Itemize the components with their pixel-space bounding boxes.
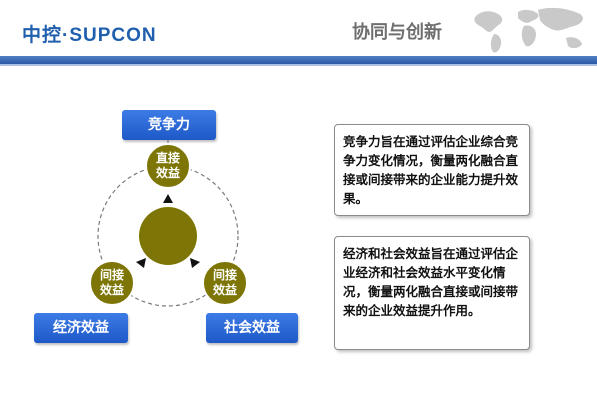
node-right-circle xyxy=(202,260,248,306)
page-title: 协同与创新 xyxy=(352,22,442,43)
label-social-benefit: 社会效益 xyxy=(206,313,298,343)
arrow-left-icon xyxy=(136,258,146,268)
node-right-text: 间接 效益 xyxy=(203,268,247,298)
node-right-line1: 间接 xyxy=(212,268,237,282)
header-bar-highlight xyxy=(0,64,597,66)
arrow-up-icon xyxy=(163,194,173,203)
label-competitiveness: 竞争力 xyxy=(122,110,216,140)
node-left-text: 间接 效益 xyxy=(90,268,134,298)
node-top-text: 直接 效益 xyxy=(146,151,190,181)
supcon-logo: 中控·SUPCON xyxy=(22,25,157,46)
label-economic-benefit: 经济效益 xyxy=(34,313,128,343)
arrow-right-icon xyxy=(190,258,200,268)
node-left-line2: 效益 xyxy=(99,283,124,297)
node-left-line1: 间接 xyxy=(99,268,124,282)
description-economic-social: 经济和社会效益旨在通过评估企业经济和社会效益水平变化情况，衡量两化融合直接或间接… xyxy=(334,236,530,350)
node-top-line2: 效益 xyxy=(155,166,180,180)
node-right-line2: 效益 xyxy=(212,283,237,297)
node-left-circle xyxy=(89,260,135,306)
center-circle xyxy=(139,207,197,265)
header: 中控·SUPCON 协同与创新 xyxy=(0,0,597,66)
description-competitiveness: 竞争力旨在通过评估企业综合竞争力变化情况，衡量两化融合直接或间接带来的企业能力提… xyxy=(334,124,530,216)
node-top-line1: 直接 xyxy=(155,151,180,165)
header-bar xyxy=(0,56,597,64)
world-map-icon xyxy=(474,7,583,53)
node-top-circle xyxy=(145,143,191,189)
